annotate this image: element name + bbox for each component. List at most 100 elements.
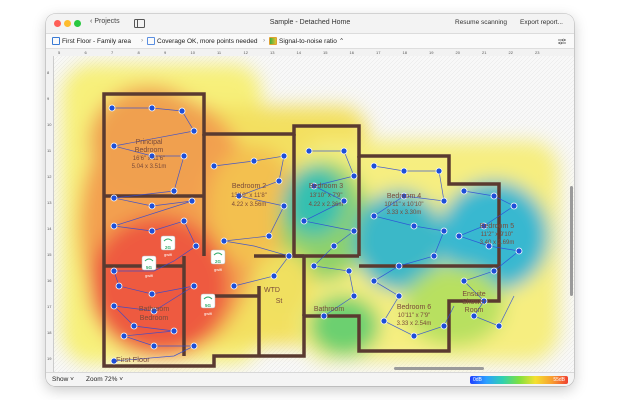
- svg-text:gwifi: gwifi: [164, 252, 172, 257]
- minimize-window-button[interactable]: [64, 20, 71, 27]
- coverage-status[interactable]: Coverage OK, more points needed: [147, 37, 257, 45]
- ruler-left-tick: 16: [47, 278, 52, 283]
- ruler-left-tick: 14: [47, 226, 52, 231]
- access-point-5g-bottom[interactable]: 5G gwifi: [200, 293, 216, 316]
- room-principal-dims-ft: 16'6" x 11'6": [133, 156, 165, 162]
- room-labels: Principal Bedroom 16'6" x 11'6" 5.04 x 3…: [116, 139, 514, 364]
- ruler-left-tick: 17: [47, 304, 52, 309]
- svg-text:gwifi: gwifi: [214, 267, 222, 272]
- ruler-left-tick: 11: [47, 148, 52, 153]
- ruler-top-tick: 21: [482, 50, 487, 55]
- access-points: 2G gwifi 5G gwifi 2G gwifi: [141, 235, 226, 316]
- chevron-updown-icon: ⌃: [338, 38, 345, 45]
- room-ensuite-line3: Room: [465, 307, 484, 314]
- ruler-top-tick: 6: [84, 50, 87, 55]
- settings-sliders-icon[interactable]: [558, 38, 566, 45]
- room-bedroom6-dims-m: 3.33 x 2.54m: [397, 321, 432, 327]
- export-report-button[interactable]: Export report...: [520, 19, 563, 26]
- close-window-button[interactable]: [54, 20, 61, 27]
- ruler-top-tick: 9: [164, 50, 167, 55]
- room-bedroom5-name: Bedroom 5: [480, 223, 514, 230]
- room-principal-dims-m: 5.04 x 3.51m: [132, 164, 167, 170]
- ruler-top-tick: 11: [217, 50, 222, 55]
- chevron-down-icon: ˅: [119, 376, 124, 383]
- legend-max-label: 55dB: [553, 376, 565, 383]
- chevron-right-icon: ›: [141, 37, 144, 44]
- access-point-2g-left[interactable]: 2G gwifi: [160, 235, 176, 257]
- room-bedroom4-name: Bedroom 4: [387, 193, 421, 200]
- room-bedroom3-dims-m: 4.22 x 2.36m: [309, 202, 344, 208]
- ruler-top-tick: 13: [270, 50, 275, 55]
- ruler-left-tick: 10: [47, 122, 52, 127]
- status-bar: Show ˅ Zoom 72% ˅ 0dB 55dB: [46, 372, 574, 386]
- room-ensuite-name: Ensuite: [462, 291, 485, 298]
- heatmap-floor-plan: Principal Bedroom 16'6" x 11'6" 5.04 x 3…: [54, 56, 574, 372]
- ruler-left-tick: 19: [47, 356, 52, 361]
- room-principal-name: Principal: [136, 139, 163, 146]
- ruler-left-tick: 18: [47, 330, 52, 335]
- ruler-top-tick: 5: [58, 50, 61, 55]
- access-point-5g-left[interactable]: 5G gwifi: [141, 255, 157, 278]
- ruler-left-tick: 8: [47, 70, 50, 75]
- ruler-top-tick: 8: [137, 50, 140, 55]
- app-window: ‹ Projects Sample - Detached Home Resume…: [46, 14, 574, 386]
- scan-points: [108, 104, 523, 365]
- metric-selector[interactable]: Signal-to-noise ratio ⌃: [269, 37, 344, 45]
- ruler-left-tick: 15: [47, 252, 52, 257]
- room-principal-line2: Bedroom: [135, 147, 164, 154]
- floor-plan-icon: [52, 37, 60, 45]
- room-st-name: St: [276, 298, 283, 305]
- room-bathroom-name: Bathroom: [314, 306, 345, 313]
- floor-plan-canvas[interactable]: Principal Bedroom 16'6" x 11'6" 5.04 x 3…: [54, 56, 574, 372]
- room-wtd-name: WTD: [264, 287, 280, 294]
- ruler-top-tick: 17: [376, 50, 381, 55]
- resume-scanning-button[interactable]: Resume scanning: [455, 19, 508, 26]
- breadcrumb-toolbar: First Floor - Family area › Coverage OK,…: [46, 34, 574, 49]
- ruler-top-tick: 15: [323, 50, 328, 55]
- horizontal-scrollbar[interactable]: [394, 367, 484, 370]
- ruler-left-tick: 9: [47, 96, 50, 101]
- room-bedroom2-dims-ft: 13'10" x 11'8": [231, 193, 267, 199]
- room-ensuite-line2: Shower: [462, 299, 486, 306]
- svg-text:gwifi: gwifi: [145, 273, 153, 278]
- room-bedroom3-name: Bedroom 3: [309, 183, 343, 190]
- room-bedroom6-dims-ft: 10'11" x 7'9": [398, 313, 430, 319]
- svg-text:2G: 2G: [215, 259, 222, 264]
- vertical-scrollbar[interactable]: [570, 186, 573, 296]
- legend-min-label: 0dB: [473, 376, 482, 383]
- svg-text:2G: 2G: [165, 245, 172, 250]
- ruler-top-tick: 22: [508, 50, 513, 55]
- svg-text:gwifi: gwifi: [204, 311, 212, 316]
- zoom-menu-button[interactable]: Zoom 72% ˅: [86, 376, 124, 383]
- room-bedroom5-dims-ft: 11'2" x 9'10": [481, 232, 513, 238]
- room-bedroom2-dims-m: 4.22 x 3.56m: [232, 202, 267, 208]
- back-to-projects-button[interactable]: ‹ Projects: [90, 18, 120, 25]
- floor-selector[interactable]: First Floor - Family area: [52, 37, 131, 45]
- coverage-icon: [147, 37, 155, 45]
- ruler-top-tick: 16: [349, 50, 354, 55]
- window-title: Sample - Detached Home: [269, 19, 351, 26]
- ruler-top-tick: 19: [429, 50, 434, 55]
- ruler-left-tick: 12: [47, 174, 52, 179]
- ruler-top-tick: 14: [296, 50, 301, 55]
- ruler-top-tick: 20: [455, 50, 460, 55]
- floor-name-label: First Floor: [116, 355, 150, 364]
- sidebar-toggle-icon[interactable]: [134, 19, 145, 28]
- ruler-top-tick: 7: [111, 50, 114, 55]
- ruler-top-tick: 18: [402, 50, 407, 55]
- room-bedroom2-name: Bedroom 2: [232, 183, 266, 190]
- room-bedroom4-dims-ft: 10'11" x 10'10": [384, 202, 423, 208]
- svg-text:5G: 5G: [146, 265, 153, 270]
- chevron-down-icon: ˅: [70, 376, 74, 383]
- show-menu-button[interactable]: Show ˅: [52, 376, 74, 383]
- room-bedroom4-dims-m: 3.33 x 3.30m: [387, 210, 422, 216]
- zoom-window-button[interactable]: [74, 20, 81, 27]
- room-bathroom2-name: Bathroom: [139, 306, 170, 313]
- chevron-left-icon: ‹: [90, 18, 93, 25]
- ruler-top-tick: 12: [243, 50, 248, 55]
- room-bedroom6-name: Bedroom 6: [397, 304, 431, 311]
- access-point-2g-right[interactable]: 2G gwifi: [210, 249, 226, 272]
- ruler-top-tick: 10: [190, 50, 195, 55]
- room-bedroom-bottom-name: Bedroom: [140, 315, 169, 322]
